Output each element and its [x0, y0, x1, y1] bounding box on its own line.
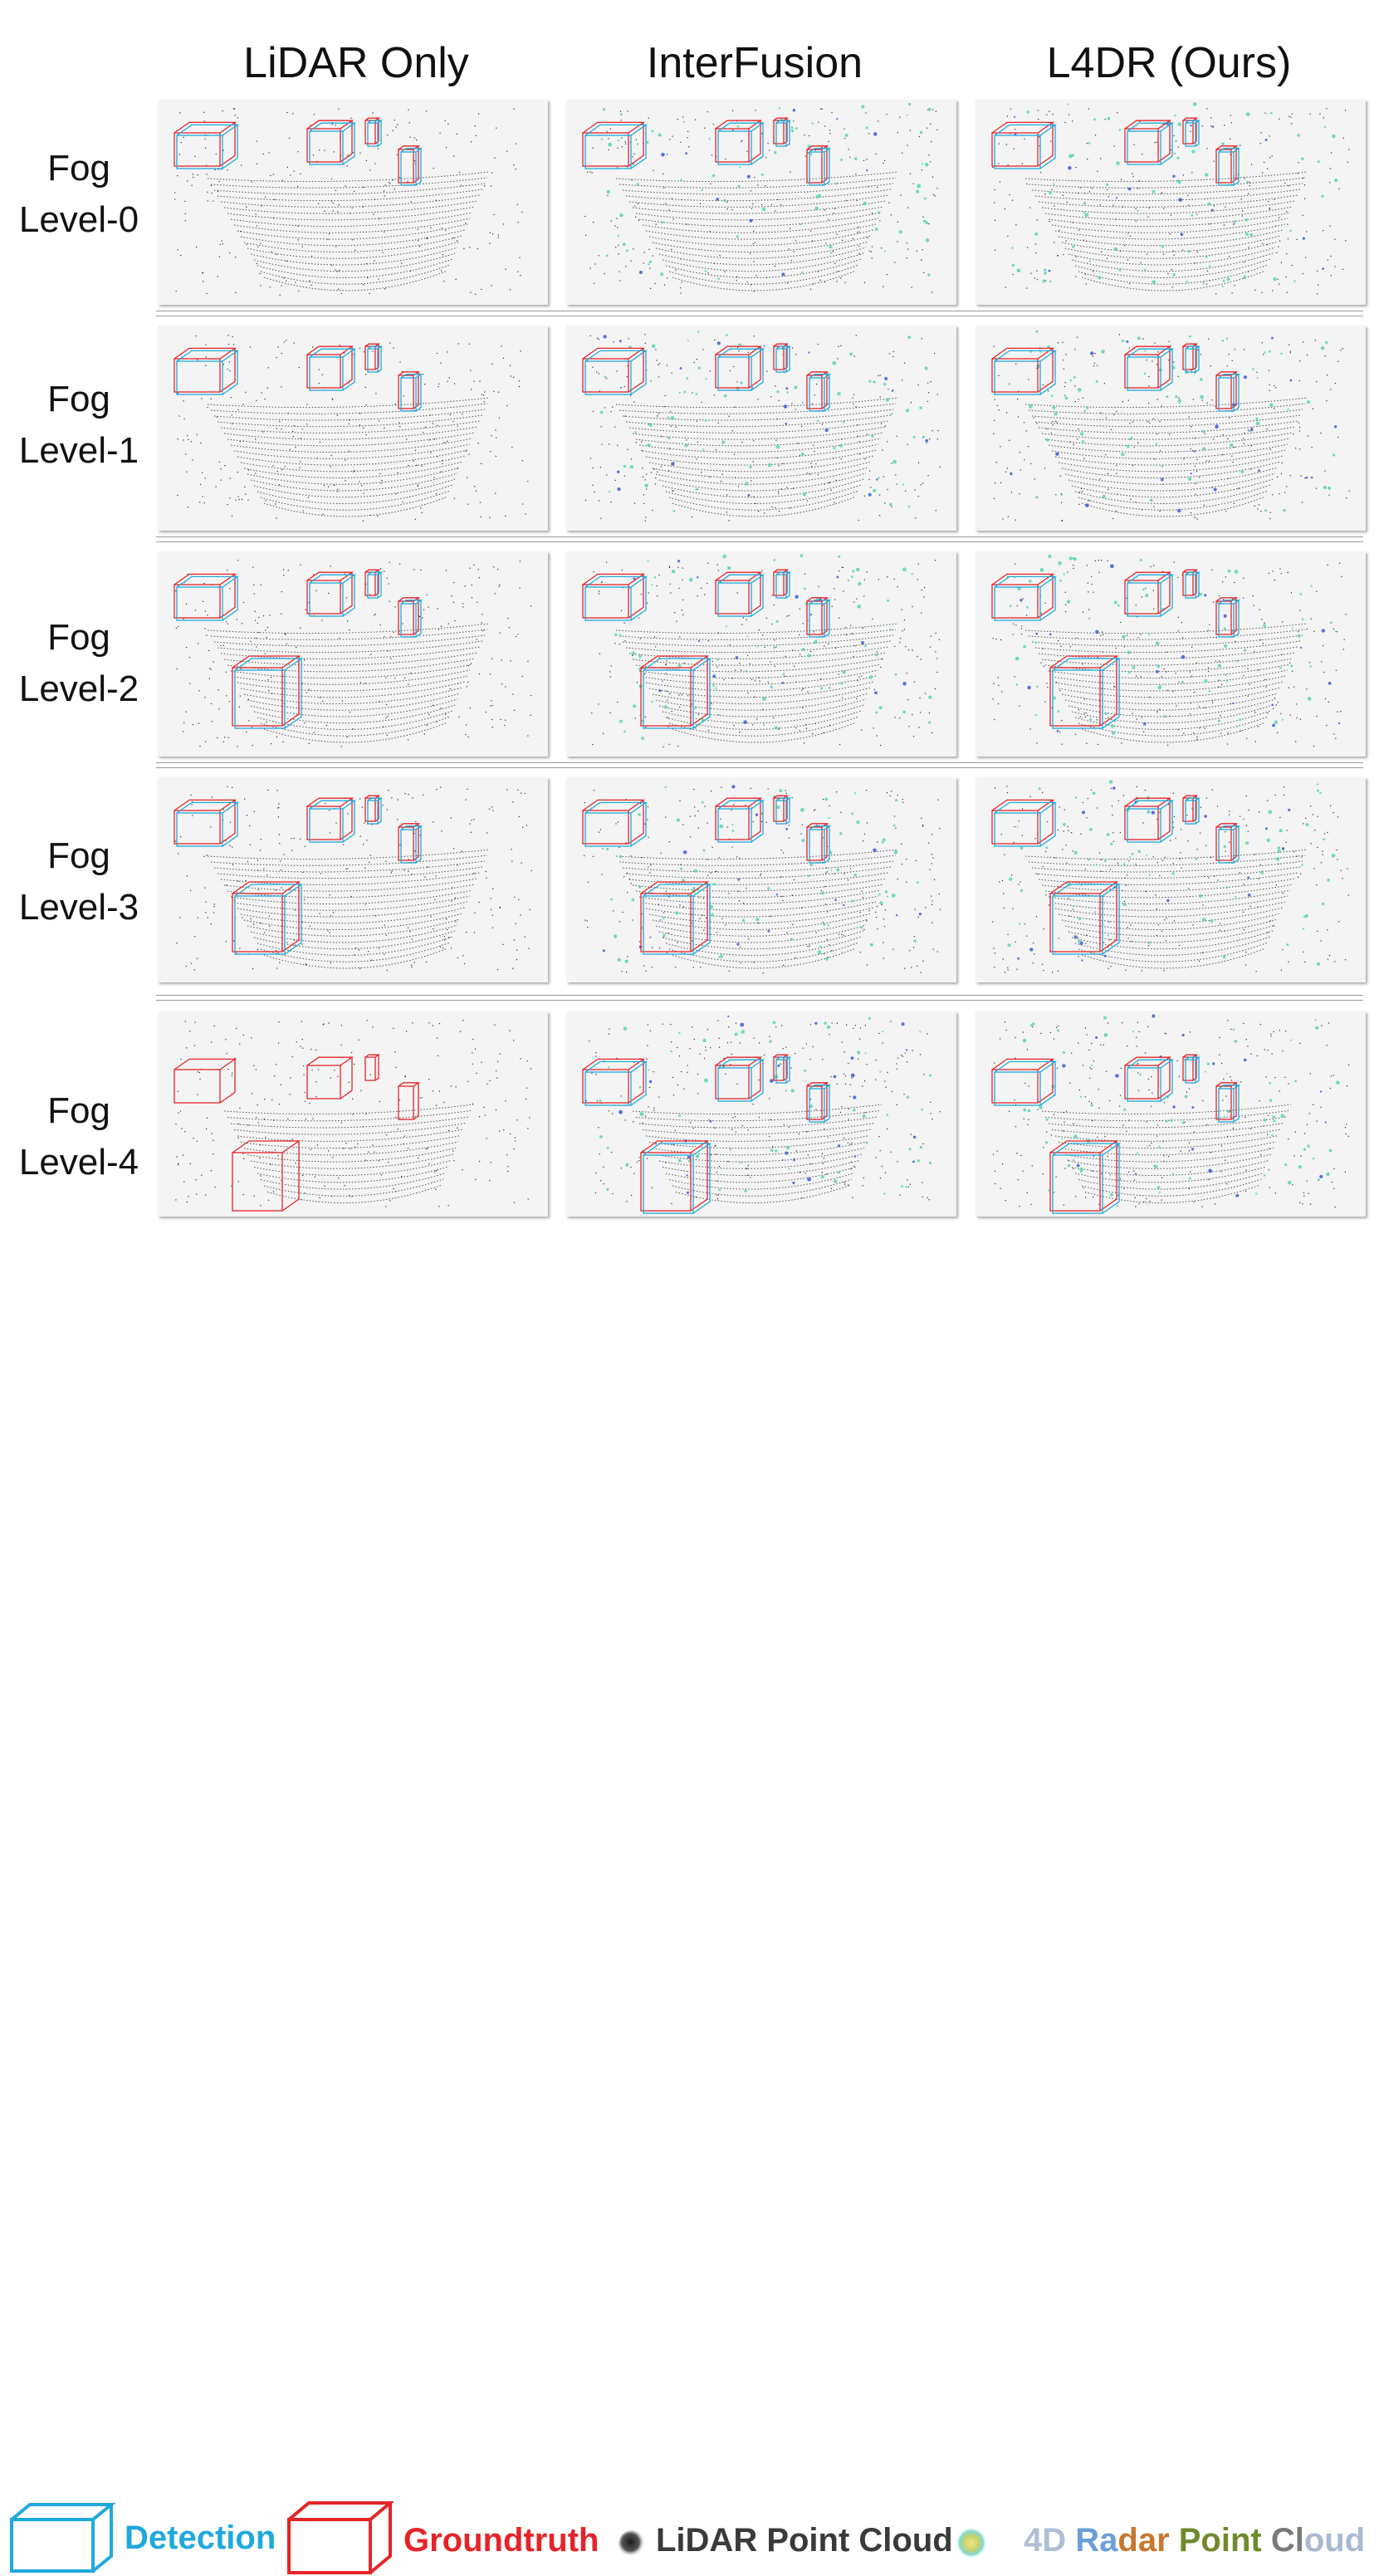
row-separator	[156, 762, 1363, 768]
legend-groundtruth-label: Groundtruth	[403, 2521, 599, 2559]
row-label-line1: Fog	[0, 374, 158, 425]
panel-lidar-only-fog-level-3	[158, 777, 548, 982]
lidar-point-icon	[618, 2529, 646, 2558]
radar-label-part: oud	[1304, 2522, 1365, 2559]
panel-interfusion-fog-level-3	[566, 777, 956, 982]
row-separator	[156, 536, 1363, 542]
point-cloud-visualization	[566, 326, 956, 531]
point-cloud-visualization	[158, 777, 548, 982]
point-cloud-visualization	[566, 551, 956, 757]
panel-lidar-only-fog-level-2	[158, 551, 548, 757]
figure: LiDAR Only InterFusion L4DR (Ours) Fog L…	[0, 0, 1379, 1350]
point-cloud-visualization	[566, 100, 956, 305]
radar-label-part: Ra	[1075, 2522, 1117, 2559]
row-label-line1: Fog	[0, 612, 158, 664]
panel-lidar-only-fog-level-4	[158, 1011, 548, 1217]
panel-lidar-only-fog-level-1	[158, 326, 548, 531]
row-label-fog-level-2: Fog Level-2	[0, 612, 158, 715]
row-label-fog-level-3: Fog Level-3	[0, 830, 158, 933]
point-cloud-visualization	[158, 1011, 548, 1217]
row-separator	[156, 995, 1363, 1001]
legend-lidar-label: LiDAR Point Cloud	[656, 2521, 953, 2559]
row-label-fog-level-4: Fog Level-4	[0, 1085, 158, 1188]
row-label-line1: Fog	[0, 1085, 158, 1137]
row-label-line2: Level-4	[0, 1137, 158, 1188]
row-label-line1: Fog	[0, 830, 158, 882]
point-cloud-visualization	[158, 326, 548, 531]
point-cloud-visualization	[976, 1011, 1366, 1217]
radar-label-part: Cl	[1271, 2522, 1304, 2559]
radar-point-icon	[955, 2526, 988, 2559]
point-cloud-visualization	[158, 551, 548, 757]
legend-detection-label: Detection	[125, 2519, 276, 2557]
radar-label-part: dar	[1117, 2522, 1178, 2559]
row-separator	[156, 311, 1363, 316]
point-cloud-visualization	[976, 326, 1366, 531]
point-cloud-visualization	[158, 100, 548, 305]
radar-label-part: Point	[1179, 2522, 1271, 2559]
point-cloud-visualization	[976, 777, 1366, 982]
row-label-fog-level-0: Fog Level-0	[0, 143, 158, 246]
legend-radar-label: 4D Radar Point Cloud	[1024, 2521, 1365, 2559]
row-label-fog-level-1: Fog Level-1	[0, 374, 158, 477]
point-cloud-visualization	[976, 100, 1366, 305]
row-label-line2: Level-1	[0, 425, 158, 477]
row-label-line2: Level-0	[0, 194, 158, 246]
row-label-line2: Level-3	[0, 882, 158, 933]
point-cloud-visualization	[566, 1011, 956, 1217]
row-label-line1: Fog	[0, 143, 158, 194]
panel-l4dr-fog-level-3	[976, 777, 1366, 982]
panel-lidar-only-fog-level-0	[158, 100, 548, 305]
column-header-l4dr: L4DR (Ours)	[974, 38, 1364, 88]
column-header-interfusion: InterFusion	[560, 38, 950, 88]
legend: Detection Groundtruth LiDAR Point Cloud	[0, 1246, 1379, 1337]
panel-l4dr-fog-level-4	[976, 1011, 1366, 1217]
panel-interfusion-fog-level-2	[566, 551, 956, 757]
panel-interfusion-fog-level-0	[566, 100, 956, 305]
point-cloud-visualization	[976, 551, 1366, 757]
panel-interfusion-fog-level-4	[566, 1011, 956, 1217]
detection-box-icon	[8, 2501, 116, 2574]
column-header-lidar-only: LiDAR Only	[161, 38, 551, 88]
panel-l4dr-fog-level-0	[976, 100, 1366, 305]
radar-label-part: 4D	[1024, 2522, 1075, 2559]
panel-interfusion-fog-level-1	[566, 326, 956, 531]
groundtruth-box-icon	[286, 2500, 394, 2576]
row-label-line2: Level-2	[0, 664, 158, 715]
point-cloud-visualization	[566, 777, 956, 982]
panel-l4dr-fog-level-1	[976, 326, 1366, 531]
panel-l4dr-fog-level-2	[976, 551, 1366, 757]
